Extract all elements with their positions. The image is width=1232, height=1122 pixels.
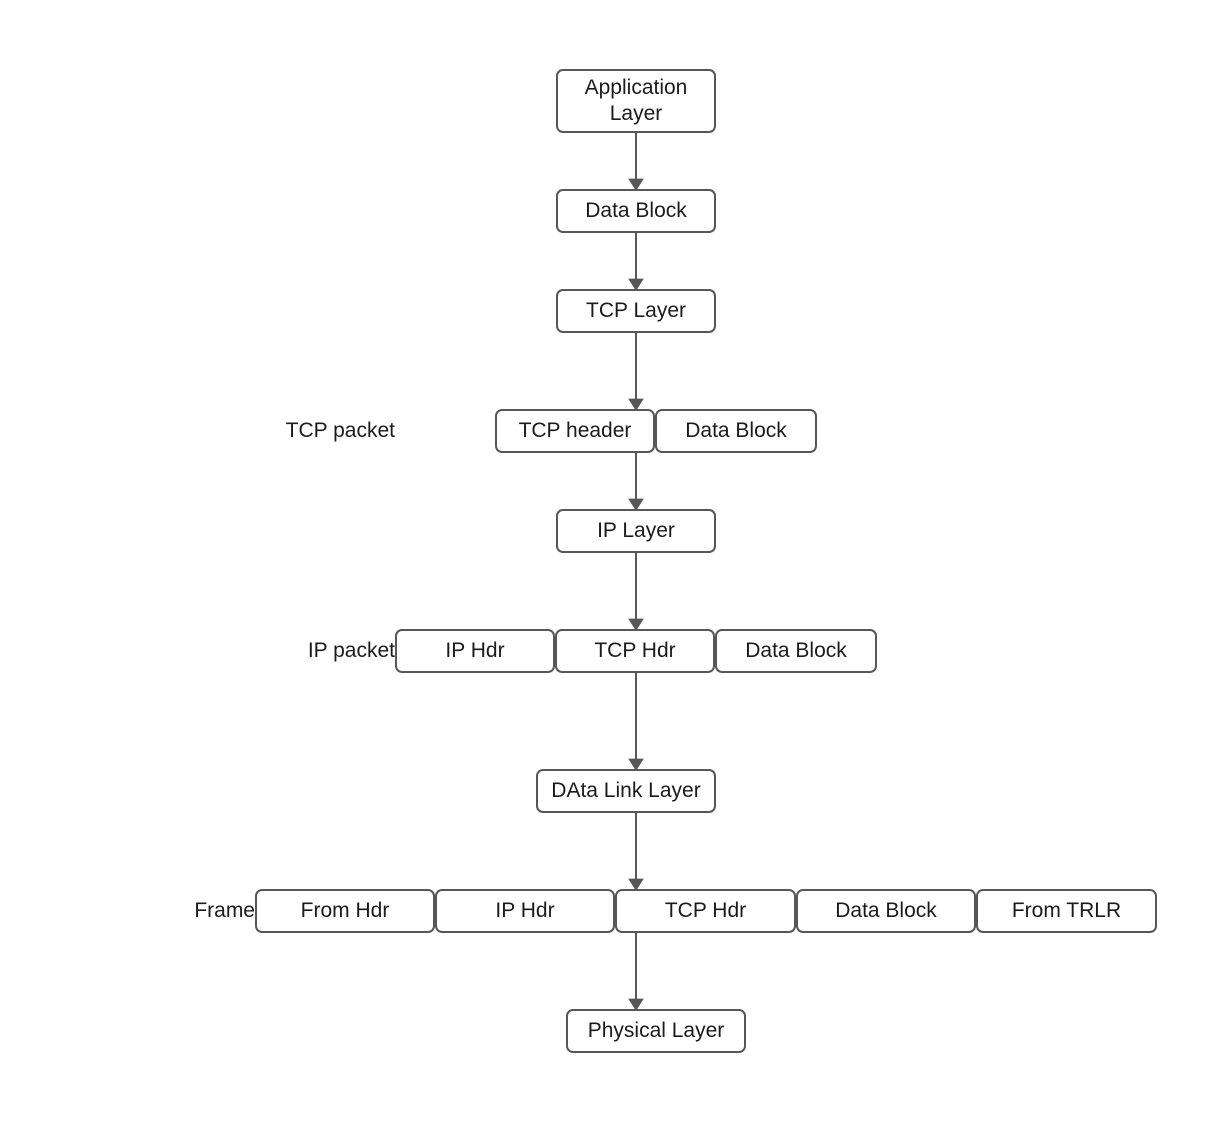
caption-frame: Frame bbox=[194, 899, 255, 922]
segment-ip-hdr[interactable]: IP Hdr bbox=[395, 629, 555, 673]
segment-frame-data-block[interactable]: Data Block bbox=[796, 889, 976, 933]
node-application-layer[interactable]: Application Layer bbox=[556, 69, 716, 133]
caption-tcp-packet: TCP packet bbox=[285, 419, 395, 442]
caption-ip-packet: IP packet bbox=[307, 639, 395, 662]
node-tcp-layer[interactable]: TCP Layer bbox=[556, 289, 716, 333]
node-ip-layer[interactable]: IP Layer bbox=[556, 509, 716, 553]
node-physical-layer[interactable]: Physical Layer bbox=[566, 1009, 746, 1053]
segment-frame-ip-hdr[interactable]: IP Hdr bbox=[435, 889, 615, 933]
segment-tcp-packet-data-block[interactable]: Data Block bbox=[655, 409, 817, 453]
segment-frame-from-hdr[interactable]: From Hdr bbox=[255, 889, 435, 933]
node-data-block[interactable]: Data Block bbox=[556, 189, 716, 233]
segment-frame-tcp-hdr[interactable]: TCP Hdr bbox=[615, 889, 796, 933]
segment-tcp-header[interactable]: TCP header bbox=[495, 409, 655, 453]
node-data-link-layer[interactable]: DAta Link Layer bbox=[536, 769, 716, 813]
segment-ip-packet-tcp-hdr[interactable]: TCP Hdr bbox=[555, 629, 715, 673]
segment-frame-from-trlr[interactable]: From TRLR bbox=[976, 889, 1157, 933]
segment-ip-packet-data-block[interactable]: Data Block bbox=[715, 629, 877, 673]
